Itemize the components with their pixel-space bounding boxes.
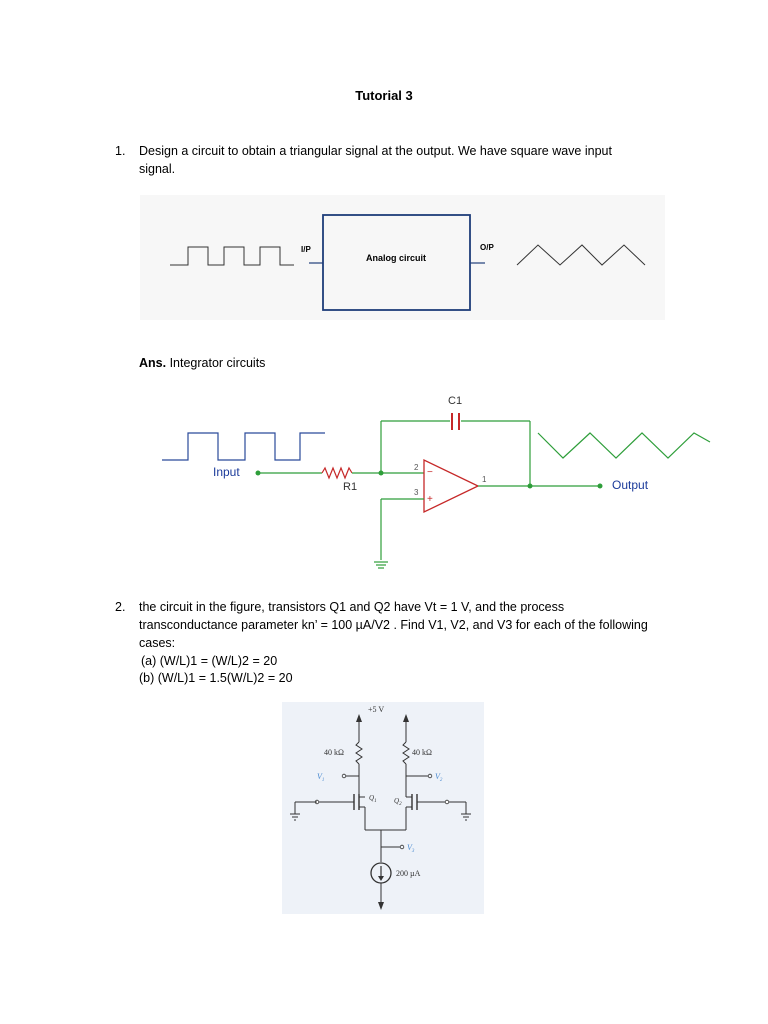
pin-1-label: 1 — [482, 475, 487, 484]
q1-subscript: 1 — [374, 799, 377, 804]
v1-letter: V — [317, 772, 323, 781]
case-b: (b) (W/L)1 = 1.5(W/L)2 = 20 — [139, 671, 293, 685]
question-2-line-3: cases: — [139, 636, 176, 650]
case-a: (a) (W/L)1 = (W/L)2 = 20 — [141, 654, 278, 668]
c1-label: C1 — [448, 395, 462, 407]
negative-supply-arrow — [378, 902, 384, 910]
pin-2-label: 2 — [414, 463, 419, 472]
input-square-wave — [162, 432, 325, 461]
integrator-circuit-figure: Input R1 C1 − + 2 3 1 Output — [162, 395, 711, 569]
current-arrow-head — [378, 876, 384, 881]
triangle-wave-output — [516, 244, 646, 266]
output-label: Output — [612, 478, 649, 492]
question-2-number: 2. — [115, 600, 126, 614]
vdd-label: +5 V — [368, 705, 384, 714]
q2-label: Q2 — [394, 797, 402, 807]
v3-letter: V — [407, 843, 413, 852]
r1-label: R1 — [343, 481, 357, 493]
question-2-line-1: the circuit in the figure, transistors Q… — [139, 600, 565, 614]
output-junction — [527, 483, 533, 489]
op-amp-plus: + — [427, 494, 433, 505]
v1-label: V1 — [317, 772, 324, 783]
pin-3-label: 3 — [414, 488, 419, 497]
v2-subscript: 2 — [440, 778, 443, 783]
question-1-number: 1. — [115, 144, 126, 158]
answer-line: Ans. Integrator circuits — [139, 354, 265, 372]
v3-node — [399, 844, 405, 850]
left-resistor-label: 40 kΩ — [324, 748, 344, 757]
output-node — [597, 483, 603, 489]
output-triangle-wave — [537, 432, 711, 459]
v1-node — [341, 773, 347, 779]
ip-label: I/P — [301, 245, 311, 254]
v3-label: V3 — [407, 843, 415, 854]
vdd-arrow-left — [356, 714, 362, 722]
q2-gate-node — [444, 799, 450, 805]
q1-label: Q1 — [369, 794, 377, 804]
op-amp — [423, 458, 480, 514]
differential-pair-figure: +5 V 40 kΩ V1 Q1 40 kΩ V2 Q2 V3 — [282, 702, 484, 914]
op-label: O/P — [480, 243, 494, 252]
current-label: 200 µA — [396, 869, 421, 878]
page-title: Tutorial 3 — [355, 88, 413, 103]
analog-circuit-label: Analog circuit — [366, 253, 426, 263]
vdd-arrow-right — [403, 714, 409, 722]
question-1-line-1: Design a circuit to obtain a triangular … — [139, 144, 612, 158]
question-1-line-2: signal. — [139, 162, 176, 176]
v2-node — [427, 773, 433, 779]
v2-label: V2 — [435, 772, 443, 783]
block-diagram-figure: I/P Analog circuit O/P — [140, 195, 665, 320]
question-2-line-2: transconductance parameter kn’ = 100 µA/… — [139, 618, 648, 632]
right-resistor — [402, 741, 410, 765]
q2-letter: Q — [394, 797, 399, 805]
q2-subscript: 2 — [399, 802, 402, 807]
v1-subscript: 1 — [322, 778, 325, 783]
resistor-r1 — [321, 466, 353, 480]
answer-text: Integrator circuits — [166, 356, 266, 370]
op-amp-minus: − — [427, 467, 433, 478]
q1-letter: Q — [369, 794, 374, 802]
square-wave-input — [170, 246, 294, 266]
v2-letter: V — [435, 772, 441, 781]
left-resistor — [355, 741, 363, 765]
answer-prefix: Ans. — [139, 356, 167, 370]
v3-subscript: 3 — [412, 849, 415, 854]
input-label: Input — [213, 465, 240, 479]
right-resistor-label: 40 kΩ — [412, 748, 432, 757]
